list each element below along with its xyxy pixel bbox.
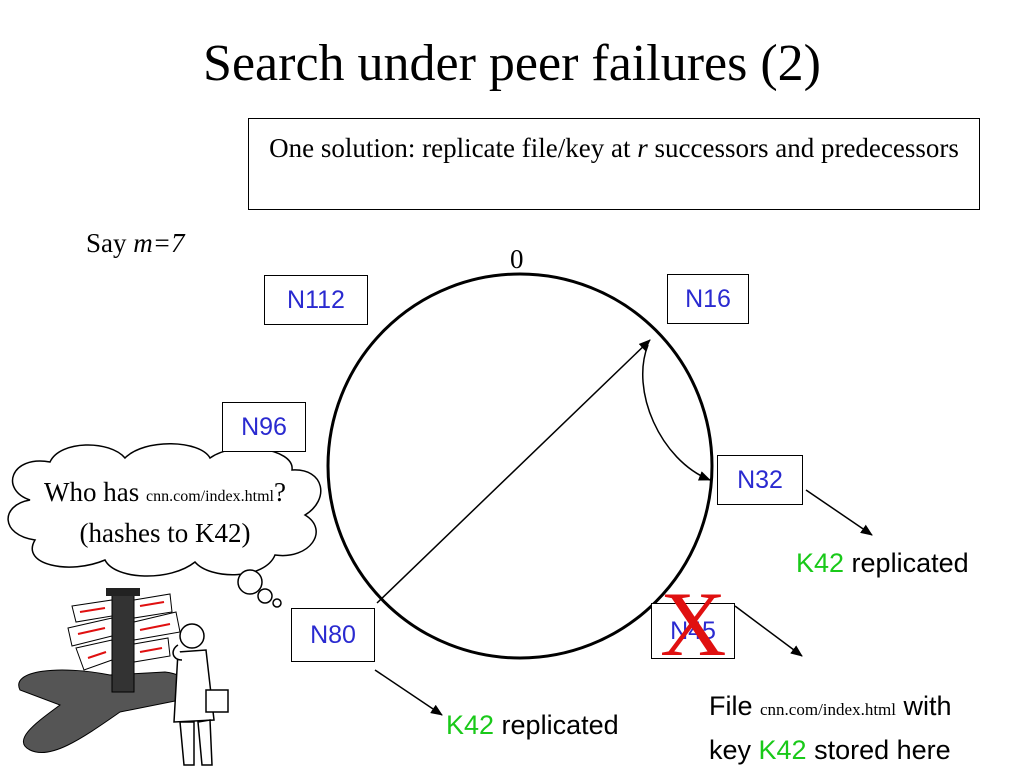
- node-n32: N32: [717, 455, 803, 505]
- stored-suffix-2: stored here: [806, 735, 951, 765]
- stored-line-2: key K42 stored here: [709, 730, 952, 770]
- stored-key: K42: [758, 735, 807, 765]
- replicated-label-bottom: K42 replicated: [446, 710, 619, 741]
- query-line-2: (hashes to K42): [79, 518, 251, 548]
- node-n96: N96: [222, 402, 306, 452]
- confused-person-clipart: [172, 623, 229, 766]
- replicated-bottom-text: replicated: [494, 710, 619, 740]
- ring-zero-label: 0: [510, 244, 524, 274]
- solution-prefix: One solution: replicate file/key at: [269, 133, 638, 163]
- stored-line-1: File cnn.com/index.html with: [709, 686, 952, 730]
- lookup-arrow-n16-to-n32: [642, 344, 711, 481]
- query-url: cnn.com/index.html: [146, 488, 274, 505]
- solution-box: One solution: replicate file/key at r su…: [248, 118, 980, 210]
- node-n80: N80: [291, 608, 375, 662]
- node-n45: N45: [651, 603, 735, 659]
- thought-bubble-2: [257, 588, 273, 604]
- failure-x-mark: X: [660, 573, 727, 675]
- store-arrow-n45: [734, 605, 803, 657]
- replicated-right-text: replicated: [844, 548, 969, 578]
- node-n16: N16: [667, 274, 749, 324]
- stored-key-prefix: key: [709, 735, 759, 765]
- query-prefix: Who has: [44, 477, 146, 507]
- slide-title: Search under peer failures (2): [203, 35, 821, 92]
- stored-url: cnn.com/index.html: [760, 700, 896, 719]
- stored-prefix: File: [709, 691, 761, 721]
- replicated-right-key: K42: [796, 548, 845, 578]
- node-n112: N112: [264, 275, 368, 325]
- thought-bubble-3: [272, 598, 282, 608]
- say-var: m=7: [133, 228, 185, 258]
- solution-var: r: [637, 133, 648, 163]
- replicated-bottom-key: K42: [446, 710, 495, 740]
- lookup-arrow-n80-to-n16: [376, 339, 651, 604]
- replicate-arrow-n80: [374, 669, 443, 716]
- thought-cloud: [7, 443, 322, 577]
- say-prefix: Say: [86, 228, 134, 258]
- query-suffix: ?: [273, 477, 286, 507]
- query-line-1: Who has cnn.com/index.html?: [0, 474, 330, 515]
- replicated-label-right: K42 replicated: [796, 548, 969, 579]
- query-text: Who has cnn.com/index.html? (hashes to K…: [0, 474, 330, 551]
- chord-ring: [326, 272, 714, 660]
- signpost-shadow: [18, 669, 192, 754]
- signpost-clipart: [67, 588, 181, 693]
- stored-label: File cnn.com/index.html with key K42 sto…: [709, 686, 952, 770]
- say-m-label: Say m=7: [86, 228, 184, 259]
- solution-suffix: successors and predecessors: [647, 133, 959, 163]
- stored-suffix-1: with: [896, 691, 952, 721]
- thought-bubble-1: [237, 569, 263, 595]
- replicate-arrow-n32: [805, 489, 873, 536]
